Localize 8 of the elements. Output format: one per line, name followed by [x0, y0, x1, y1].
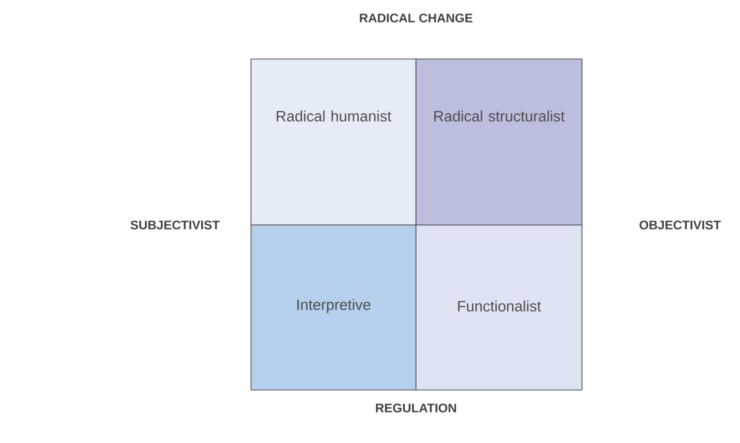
quadrant-box: Radical humanist — [250, 58, 416, 226]
quadrant-box: Interpretive — [250, 224, 416, 390]
axis-label: REGULATION — [376, 404, 456, 412]
quadrant-box: Functionalist — [416, 224, 582, 390]
axis-label: OBJECTIVIST — [640, 220, 721, 230]
quadrant-box: Radical structuralist — [416, 58, 582, 226]
axis-label: SUBJECTIVIST — [130, 220, 220, 230]
axis-label: RADICAL CHANGE — [360, 14, 472, 22]
